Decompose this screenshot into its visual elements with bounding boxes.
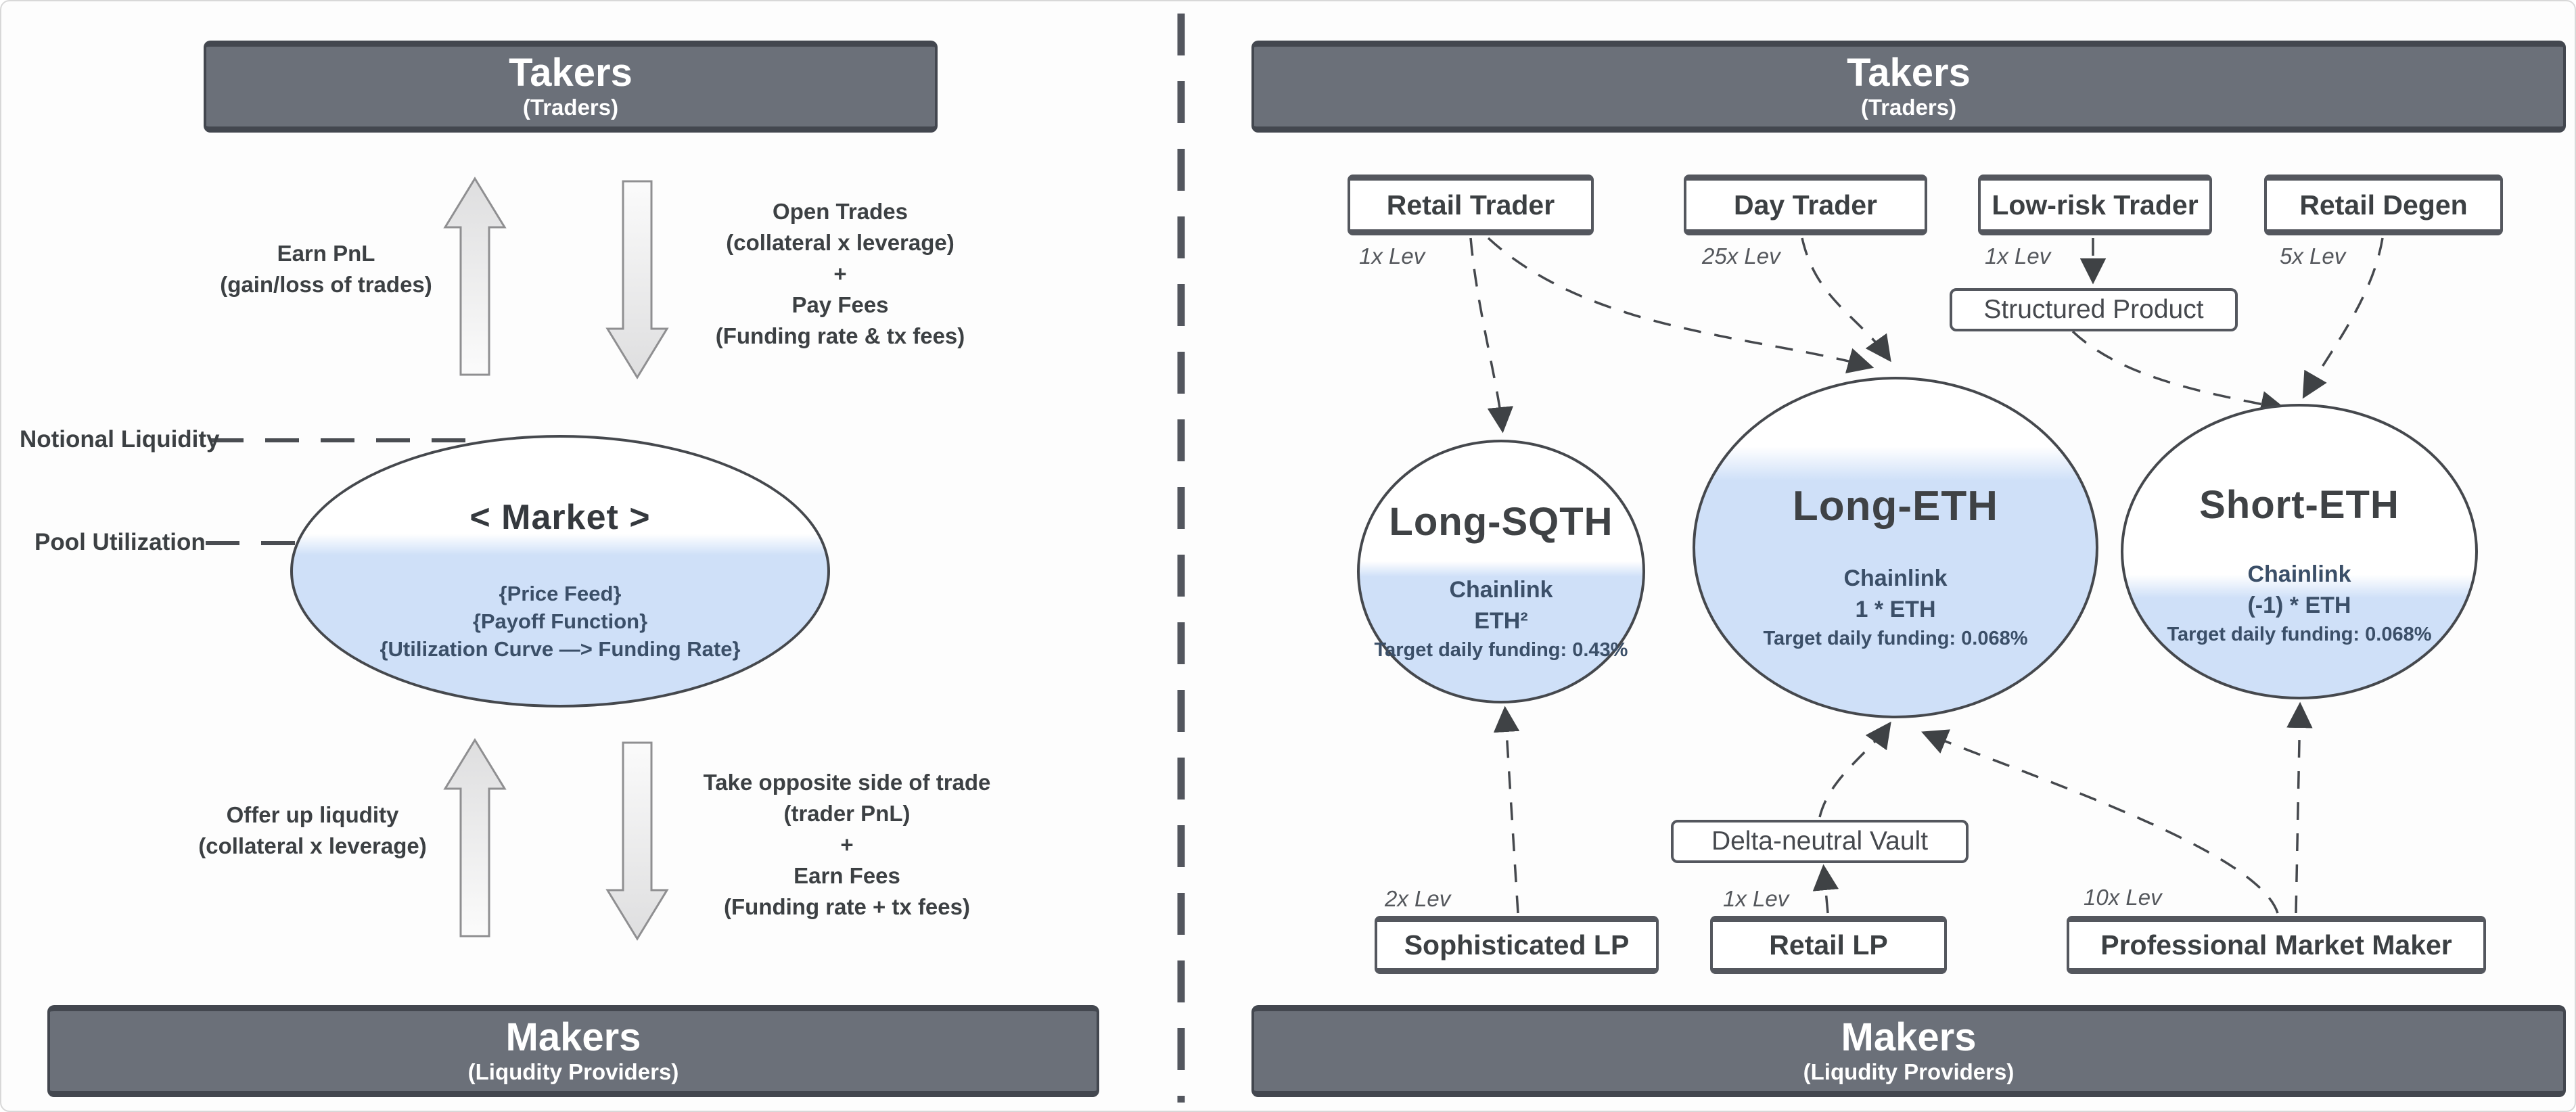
retail-lp-to-delta-vault: [1812, 864, 1839, 914]
market-title: < Market >: [469, 498, 651, 537]
flow-line: Open Trades: [773, 199, 908, 224]
structured-product-box: Structured Product: [1950, 288, 2238, 331]
day-trader-lev: 25x Lev: [1702, 244, 1780, 269]
left-makers-title: Makers: [505, 1015, 641, 1059]
left-makers-header: Makers (Liqudity Providers): [47, 1005, 1099, 1097]
left-takers-subtitle: (Traders): [522, 95, 619, 120]
short-eth-payoff: (-1) * ETH: [2247, 593, 2351, 618]
long-sqth-payoff: ETH²: [1474, 608, 1528, 634]
right-takers-header: Takers (Traders): [1251, 41, 2566, 133]
maker-down-flow-label: Take opposite side of trade (trader PnL)…: [678, 767, 1016, 923]
left-makers-subtitle: (Liqudity Providers): [467, 1059, 679, 1084]
maker-up-flow-label: Offer up liqudity (collateral x leverage…: [143, 800, 482, 862]
right-makers-subtitle: (Liqudity Providers): [1803, 1059, 2015, 1084]
flow-line: Pay Fees: [791, 292, 889, 317]
market-line: {Utilization Curve —> Funding Rate}: [380, 637, 741, 661]
right-takers-subtitle: (Traders): [1860, 95, 1957, 120]
short-eth-funding: Target daily funding: 0.068%: [2167, 624, 2432, 645]
long-sqth-ellipse: Long-SQTH Chainlink ETH² Target daily fu…: [1357, 440, 1645, 703]
retail-trader-to-long-sqth: [1469, 237, 1514, 434]
retail-lp-lev: 1x Lev: [1723, 886, 1789, 911]
flow-line: Offer up liqudity: [226, 802, 399, 827]
maker-down-arrow: [605, 741, 669, 941]
pmm-box: Professional Market Maker: [2067, 916, 2486, 974]
retail-trader-to-long-eth: [1487, 237, 1874, 373]
market-ellipse: < Market > {Price Feed} {Payoff Function…: [290, 435, 830, 708]
retail-trader-box: Retail Trader: [1348, 175, 1594, 235]
sophisticated-lp-box: Sophisticated LP: [1375, 916, 1659, 974]
long-sqth-title: Long-SQTH: [1389, 500, 1613, 544]
taker-up-flow-label: Earn PnL (gain/loss of trades): [157, 238, 495, 300]
flow-line: Take opposite side of trade: [703, 770, 991, 795]
structured-product-to-short-eth: [2071, 330, 2287, 417]
long-eth-ellipse: Long-ETH Chainlink 1 * ETH Target daily …: [1693, 377, 2098, 718]
market-line: {Payoff Function}: [472, 609, 648, 633]
delta-neutral-vault-box: Delta-neutral Vault: [1671, 820, 1969, 863]
day-trader-box: Day Trader: [1684, 175, 1927, 235]
lowrisk-trader-lev: 1x Lev: [1985, 244, 2051, 269]
flow-line: +: [833, 261, 847, 286]
retail-degen-box: Retail Degen: [2264, 175, 2503, 235]
long-eth-funding: Target daily funding: 0.068%: [1763, 628, 2028, 649]
flow-line: (Funding rate & tx fees): [715, 323, 965, 348]
retail-trader-lev: 1x Lev: [1359, 244, 1425, 269]
flow-line: Earn Fees: [794, 863, 900, 888]
taker-down-flow-label: Open Trades (collateral x leverage) + Pa…: [678, 196, 1003, 352]
right-makers-header: Makers (Liqudity Providers): [1251, 1005, 2566, 1097]
lowrisk-trader-box: Low-risk Trader: [1978, 175, 2212, 235]
long-eth-payoff: 1 * ETH: [1855, 597, 1936, 622]
right-takers-title: Takers: [1847, 51, 1971, 95]
pool-utilization-label: Pool Utilization: [34, 529, 206, 555]
retail-lp-box: Retail LP: [1710, 916, 1947, 974]
taker-down-arrow: [605, 180, 669, 379]
long-eth-oracle: Chainlink: [1843, 565, 1948, 591]
pmm-to-short-eth: [2286, 701, 2313, 914]
market-line: {Price Feed}: [499, 582, 622, 605]
flow-line: (collateral x leverage): [198, 833, 427, 858]
flow-line: (gain/loss of trades): [220, 272, 432, 297]
retail-degen-lev: 5x Lev: [2280, 244, 2346, 269]
short-eth-oracle: Chainlink: [2247, 561, 2351, 587]
right-makers-title: Makers: [1841, 1015, 1977, 1059]
long-sqth-funding: Target daily funding: 0.43%: [1374, 639, 1628, 661]
long-eth-title: Long-ETH: [1792, 483, 1999, 530]
notional-liquidity-label: Notional Liquidity: [20, 426, 220, 453]
short-eth-ellipse: Short-ETH Chainlink (-1) * ETH Target da…: [2121, 404, 2478, 699]
left-takers-title: Takers: [509, 51, 632, 95]
flow-line: +: [840, 832, 854, 857]
left-takers-header: Takers (Traders): [204, 41, 938, 133]
short-eth-title: Short-ETH: [2199, 483, 2399, 527]
flow-line: (collateral x leverage): [726, 230, 954, 255]
day-trader-to-long-eth: [1801, 237, 1891, 363]
flow-line: (trader PnL): [783, 801, 911, 826]
pmm-lev: 10x Lev: [2084, 885, 2162, 910]
flow-line: (Funding rate + tx fees): [724, 894, 970, 919]
flow-line: Earn PnL: [277, 241, 375, 266]
long-sqth-oracle: Chainlink: [1449, 577, 1553, 603]
delta-vault-to-long-eth: [1818, 721, 1891, 818]
sophisticated-lp-to-long-sqth: [1493, 705, 1520, 914]
sophisticated-lp-lev: 2x Lev: [1385, 886, 1451, 911]
